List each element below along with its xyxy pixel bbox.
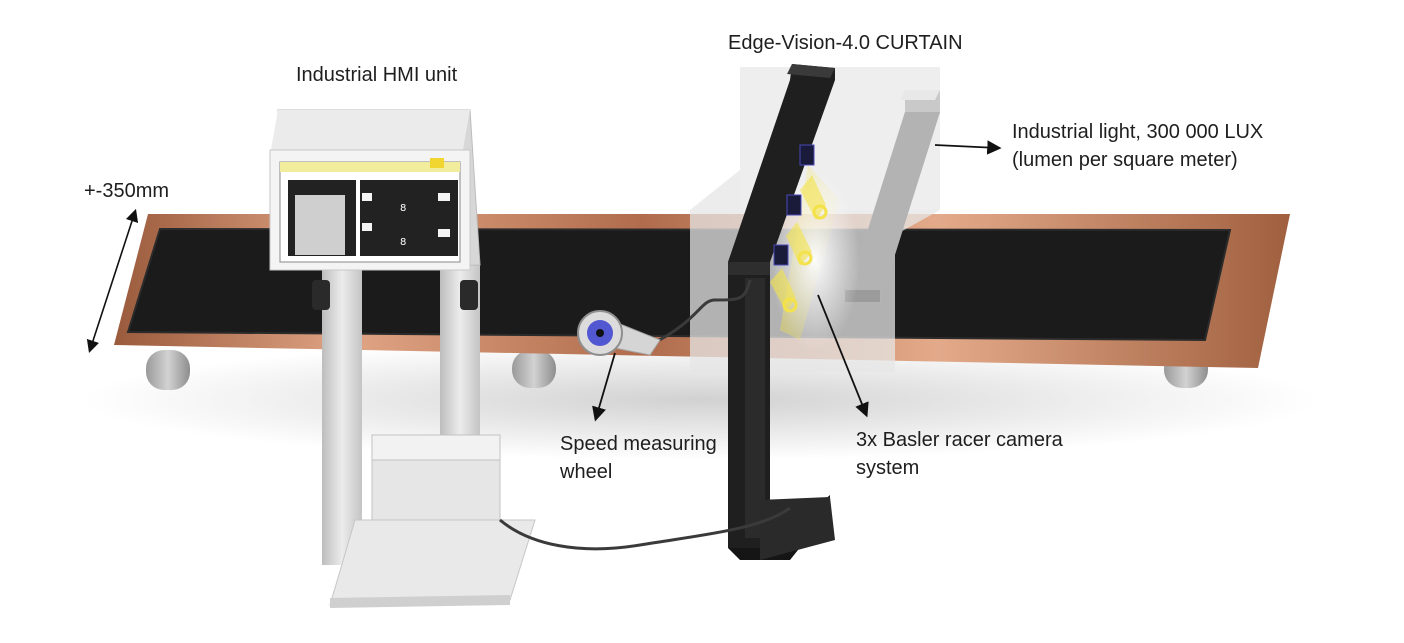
light-label-line1: Industrial light, 300 000 LUX (1012, 121, 1264, 143)
hmi-screen-value-bottom: 8 (400, 237, 407, 248)
hmi-cabinet (269, 109, 481, 310)
wheel-label-line1: Speed measuring (560, 433, 717, 455)
width-label: +-350mm (84, 180, 170, 202)
vision-curtain-frame (728, 64, 835, 560)
industrial-light (845, 90, 940, 302)
light-label-line2: (lumen per square meter) (1012, 149, 1238, 171)
curtain-label: Edge-Vision-4.0 CURTAIN (728, 32, 963, 54)
light-callout-arrow (934, 140, 1002, 155)
wheel-label-line2: wheel (560, 461, 613, 483)
hmi-screen-value-top: 8 (400, 203, 407, 214)
floor-shadow (80, 340, 1320, 460)
hmi-unit-label: Industrial HMI unit (296, 64, 458, 86)
camera-label-line1: 3x Basler racer camera (856, 429, 1063, 451)
width-dimension-arrow (86, 208, 139, 354)
camera-callout-arrow (817, 294, 869, 418)
basler-cameras (773, 144, 815, 266)
wheel-callout-arrow (592, 352, 616, 422)
hmi-stand (322, 265, 536, 608)
speed-measuring-wheel (499, 279, 791, 551)
camera-label-line2: system (856, 457, 920, 479)
